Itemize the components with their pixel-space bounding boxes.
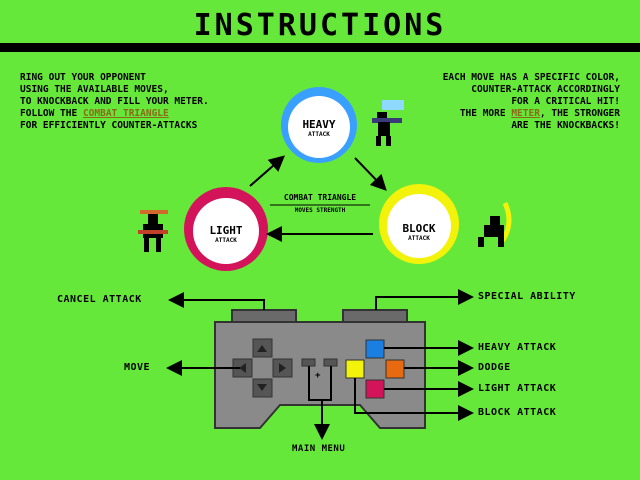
start-button[interactable] xyxy=(323,358,338,367)
dpad-left-icon xyxy=(239,363,246,373)
combat-triangle-title: COMBAT TRIANGLE xyxy=(283,193,357,202)
title-divider xyxy=(0,43,640,52)
block-attack-button[interactable] xyxy=(345,359,365,379)
intro-left-follow: FOLLOW THE xyxy=(20,108,78,119)
move-label: MOVE xyxy=(124,362,151,373)
dpad-right-icon xyxy=(279,363,286,373)
cancel-attack-label: CANCEL ATTACK xyxy=(57,294,142,305)
intro-left-line-2: USING THE AVAILABLE MOVES, xyxy=(20,84,169,95)
heavy-attack-button[interactable] xyxy=(365,339,385,359)
page-title: INSTRUCTIONS xyxy=(193,8,447,43)
left-shoulder-button[interactable] xyxy=(231,309,297,323)
intro-left-line-3: TO KNOCKBACK AND FILL YOUR METER. xyxy=(20,96,209,107)
intro-left-line-4: FOLLOW THE COMBAT TRIANGLE xyxy=(20,108,209,120)
intro-left-line-5: FOR EFFICIENTLY COUNTER-ATTACKS xyxy=(20,120,198,131)
block-attack-callout xyxy=(354,378,474,421)
dodge-label: DODGE xyxy=(478,362,511,373)
intro-right-the-more: THE MORE xyxy=(459,108,506,119)
right-shoulder-button[interactable] xyxy=(342,309,408,323)
main-menu-label: MAIN MENU xyxy=(292,444,346,454)
block-fighter-icon xyxy=(478,201,512,247)
intro-left: RING OUT YOUR OPPONENT USING THE AVAILAB… xyxy=(20,72,209,132)
block-sub: ATTACK xyxy=(408,235,430,242)
intro-right: EACH MOVE HAS A SPECIFIC COLOR, COUNTER-… xyxy=(443,72,620,132)
heavy-name: HEAVY xyxy=(302,118,336,131)
main-menu-callout xyxy=(308,366,330,440)
intro-right-line-1: EACH MOVE HAS A SPECIFIC COLOR, xyxy=(442,72,620,83)
intro-right-line-4: THE MORE METER, THE STRONGER xyxy=(443,108,620,120)
intro-right-line-3: FOR A CRITICAL HIT! xyxy=(511,96,620,107)
block-attack-label: BLOCK ATTACK xyxy=(478,407,557,418)
light-orb-icon xyxy=(184,187,268,271)
heavy-sub: ATTACK xyxy=(308,131,330,138)
intro-right-line-5: ARE THE KNOCKBACKS! xyxy=(511,120,620,131)
light-fighter-icon xyxy=(138,210,168,252)
special-ability-callout xyxy=(375,289,474,310)
heavy-fighter-icon xyxy=(372,100,404,146)
light-attack-label: LIGHT ATTACK xyxy=(478,383,557,394)
block-label: BLOCK ATTACK xyxy=(389,222,449,242)
intro-right-line-2: COUNTER-ATTACK ACCORDINGLY xyxy=(471,84,620,95)
special-ability-label: SPECIAL ABILITY xyxy=(478,291,576,302)
plus-icon: + xyxy=(315,371,321,381)
light-label: LIGHT ATTACK xyxy=(196,224,256,244)
block-name: BLOCK xyxy=(402,222,436,235)
heavy-orb-icon xyxy=(281,87,357,163)
light-name: LIGHT xyxy=(209,224,243,237)
arrow-heavy-to-block xyxy=(354,157,387,191)
light-attack-button[interactable] xyxy=(365,379,385,399)
intro-right-stronger: , THE STRONGER xyxy=(539,108,620,119)
intro-left-line-1: RING OUT YOUR OPPONENT xyxy=(20,72,146,83)
heavy-attack-label: HEAVY ATTACK xyxy=(478,342,557,353)
dpad-up-icon xyxy=(257,345,267,352)
combat-triangle-subtitle: MOVES STRENGTH xyxy=(294,207,346,214)
heavy-label: HEAVY ATTACK xyxy=(289,118,349,138)
arrow-light-to-heavy xyxy=(249,155,286,187)
main-menu-callout-2 xyxy=(322,366,332,401)
light-sub: ATTACK xyxy=(215,237,237,244)
combat-triangle-link: COMBAT TRIANGLE xyxy=(82,108,169,119)
select-button[interactable] xyxy=(301,358,316,367)
cancel-attack-callout xyxy=(168,292,265,310)
meter-highlight: METER xyxy=(511,108,540,119)
dodge-button[interactable] xyxy=(385,359,405,379)
block-orb-icon xyxy=(379,184,459,264)
dpad-down-icon xyxy=(257,384,267,391)
